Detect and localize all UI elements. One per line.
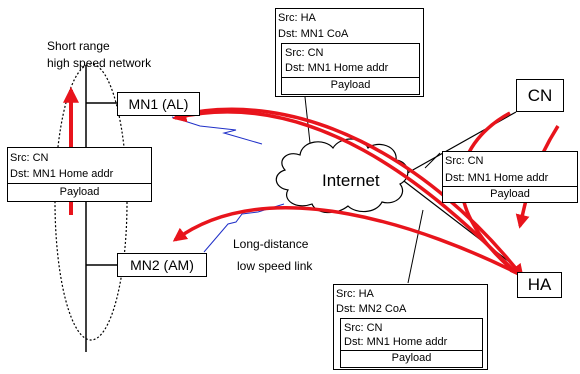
network-label-line2: high speed network bbox=[47, 56, 152, 70]
packet-payload: Payload bbox=[341, 350, 482, 367]
packet-dst: Dst: MN1 Home addr bbox=[10, 168, 114, 180]
packet-outer-src: Src: HA bbox=[336, 288, 374, 300]
node-mn1: MN1 (AL) bbox=[117, 92, 200, 116]
packet-right: Src: CN Dst: MN1 Home addr Payload bbox=[442, 151, 578, 203]
packet-inner-dst: Dst: MN1 Home addr bbox=[344, 336, 448, 348]
packet-inner-src: Src: CN bbox=[344, 322, 383, 334]
packet-src: Src: CN bbox=[445, 155, 484, 167]
packet-inner: Src: CN Dst: MN1 Home addr Payload bbox=[281, 43, 420, 95]
packet-outer-dst: Dst: MN1 CoA bbox=[278, 28, 349, 40]
packet-outer-dst: Dst: MN2 CoA bbox=[336, 303, 407, 315]
packet-left: Src: CN Dst: MN1 Home addr Payload bbox=[7, 147, 152, 202]
link-label-line2: low speed link bbox=[237, 259, 313, 273]
flow-to-ha bbox=[174, 107, 524, 279]
connector-bottom-packet bbox=[407, 209, 424, 284]
link-label-line1: Long-distance bbox=[233, 237, 309, 251]
packet-outer-src: Src: HA bbox=[278, 12, 316, 24]
packet-tunnel-mn1: Src: HA Dst: MN1 CoA Src: CN Dst: MN1 Ho… bbox=[275, 8, 424, 97]
packet-inner-dst: Dst: MN1 Home addr bbox=[285, 62, 389, 74]
packet-inner: Src: CN Dst: MN1 Home addr Payload bbox=[340, 318, 483, 368]
internet-label: Internet bbox=[322, 171, 380, 190]
network-label-line1: Short range bbox=[47, 39, 110, 53]
flow-ha-to-mn1 bbox=[172, 108, 517, 274]
packet-payload: Payload bbox=[282, 77, 419, 94]
flow-ha-to-mn2 bbox=[172, 206, 516, 274]
node-cn: CN bbox=[516, 79, 564, 112]
connector-right-packet bbox=[424, 152, 441, 169]
packet-inner-src: Src: CN bbox=[285, 47, 324, 59]
packet-payload: Payload bbox=[8, 183, 151, 201]
short-range-network-boundary bbox=[54, 63, 128, 341]
radio-link-mn2 bbox=[203, 203, 285, 253]
packet-payload: Payload bbox=[443, 186, 577, 202]
packet-src: Src: CN bbox=[10, 152, 49, 164]
radio-link-mn1 bbox=[171, 116, 263, 145]
node-ha: HA bbox=[517, 272, 562, 298]
packet-tunnel-mn2: Src: HA Dst: MN2 CoA Src: CN Dst: MN1 Ho… bbox=[333, 284, 488, 370]
node-mn2: MN2 (AM) bbox=[117, 253, 207, 277]
packet-dst: Dst: MN1 Home addr bbox=[445, 172, 549, 184]
